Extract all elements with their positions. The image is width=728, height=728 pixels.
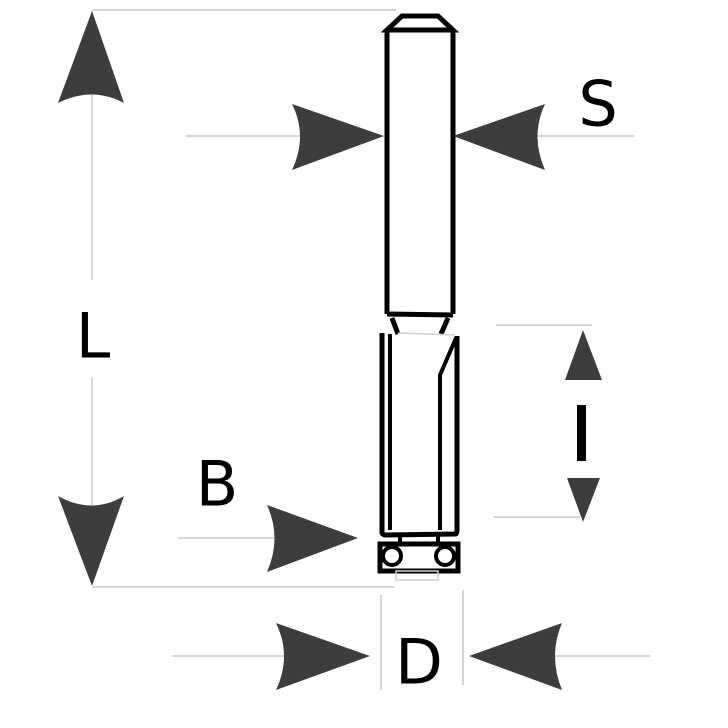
cutter-bottom-edge [379, 529, 460, 538]
neck-ghost-line [397, 332, 456, 336]
shank-bottom-edge [386, 311, 454, 318]
cutting-length-arrow-down-icon [567, 478, 600, 522]
l-arrow-up-icon [58, 11, 124, 103]
cutter-body [379, 333, 460, 544]
cutter-flute-spiral [438, 337, 458, 530]
dimension-labels: S L l B D [76, 68, 618, 699]
dimension-arrows [58, 11, 602, 690]
s-arrow-right-icon [292, 104, 384, 170]
bearing-screw-outline [395, 570, 439, 581]
neck-left-taper [389, 317, 401, 335]
label-l-overall: L [76, 300, 111, 373]
bearing-ball-left [381, 545, 403, 567]
b-arrow-right-icon [267, 505, 358, 572]
l-arrow-down-icon [58, 496, 124, 586]
label-cutting-length-bar [577, 405, 586, 461]
label-b: B [196, 448, 239, 521]
d-arrow-right-icon [276, 623, 370, 690]
s-arrow-left-icon [453, 104, 545, 170]
shank [380, 13, 460, 336]
bearing-ball-right [434, 545, 456, 567]
label-s: S [578, 68, 617, 141]
dimension-lines [91, 9, 650, 690]
router-bit [377, 13, 461, 581]
bearing [377, 541, 461, 581]
cutting-length-arrow-up-icon [565, 330, 602, 380]
shank-chamfer [380, 13, 460, 33]
neck-right-taper [438, 316, 451, 336]
label-d: D [395, 626, 443, 699]
label-cutting-length: l [574, 396, 591, 469]
d-arrow-left-icon [469, 623, 562, 690]
